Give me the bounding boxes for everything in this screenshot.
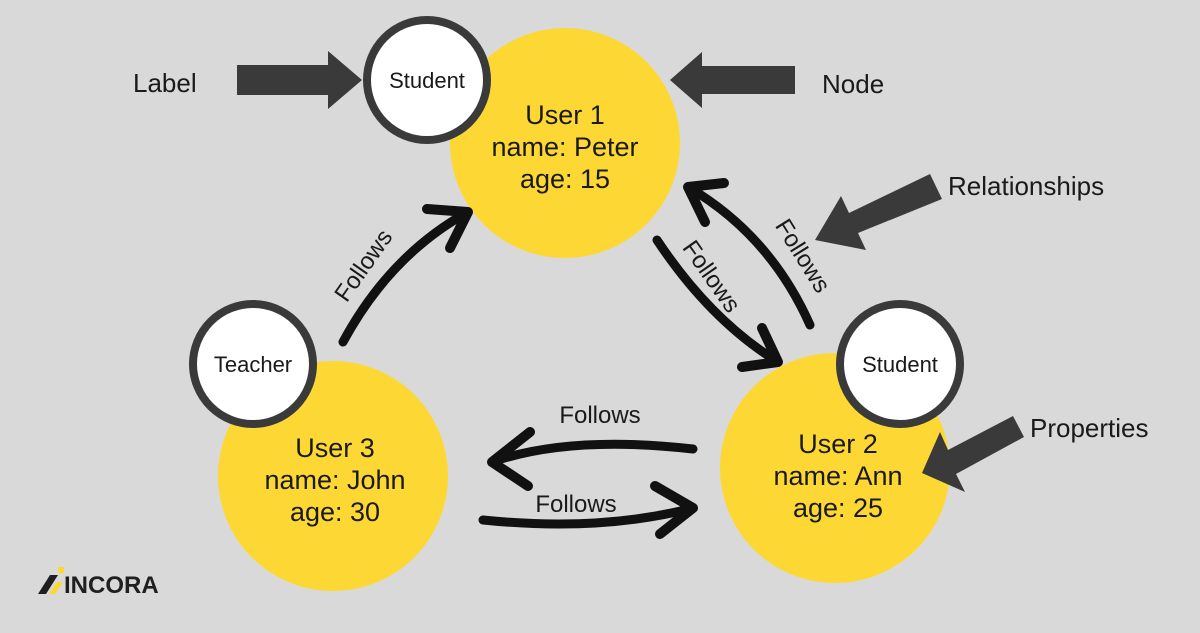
node-user3-title: User 3 [295,433,375,463]
label-user2-text: Student [862,352,938,377]
label-user1: Student [363,16,491,144]
node-user2-age: age: 25 [793,493,883,523]
callout-arrow-properties [922,416,1024,492]
node-user2-properties: User 2 name: Ann age: 25 [773,429,902,523]
callout-node-text: Node [822,69,884,99]
node-user1-properties: User 1 name: Peter age: 15 [491,100,638,194]
callout-arrows [237,51,1024,492]
arrow-user1-to-user2 [652,235,783,367]
label-user2-circle [836,300,964,428]
callout-labels: Label Node Relationships Properties [133,68,1149,443]
arrow-user3-to-user1 [338,207,473,347]
node-user2-title: User 2 [798,429,878,459]
node-user1-circle [450,28,680,258]
node-user3-properties: User 3 name: John age: 30 [264,433,405,527]
label-user2: Student [836,300,964,428]
label-user1-circle [363,16,491,144]
label-user3-text: Teacher [214,352,292,377]
callout-relationships-text: Relationships [948,171,1104,201]
rel-label-user3-to-user2: Follows [535,491,616,518]
arrowhead-user2-to-user1 [683,178,729,227]
rel-label-user2-to-user3: Follows [559,402,640,429]
callout-arrow-node [670,52,795,108]
arrowhead-user3-to-user1 [422,204,473,253]
arrow-user2-to-user1 [683,182,815,330]
callout-properties-text: Properties [1030,413,1149,443]
callout-arrow-relationships [815,174,942,250]
arrow-user2-to-user3 [487,439,698,467]
node-user1-name: name: Peter [491,132,638,162]
node-user1-title: User 1 [525,100,605,130]
node-user3-name: name: John [264,465,405,495]
logo-text: INCORA [64,572,159,599]
node-user3-age: age: 30 [290,497,380,527]
arrowhead-user2-to-user3 [487,427,535,491]
incora-logo: INCORA [38,567,159,599]
arrow-user3-to-user2 [478,503,698,529]
rel-label-user3-to-user1: Follows [329,225,398,307]
label-user3: Teacher [189,300,317,428]
callout-arrow-label [237,51,362,109]
node-user2-name: name: Ann [773,461,902,491]
callout-label-text: Label [133,68,197,98]
label-user1-text: Student [389,68,465,93]
relationship-arrows [338,178,815,539]
incora-logo-icon [38,567,64,594]
node-user1-age: age: 15 [520,164,610,194]
label-user3-circle [189,300,317,428]
arrowhead-user3-to-user2 [650,481,698,539]
arrowhead-user1-to-user2 [737,323,783,372]
